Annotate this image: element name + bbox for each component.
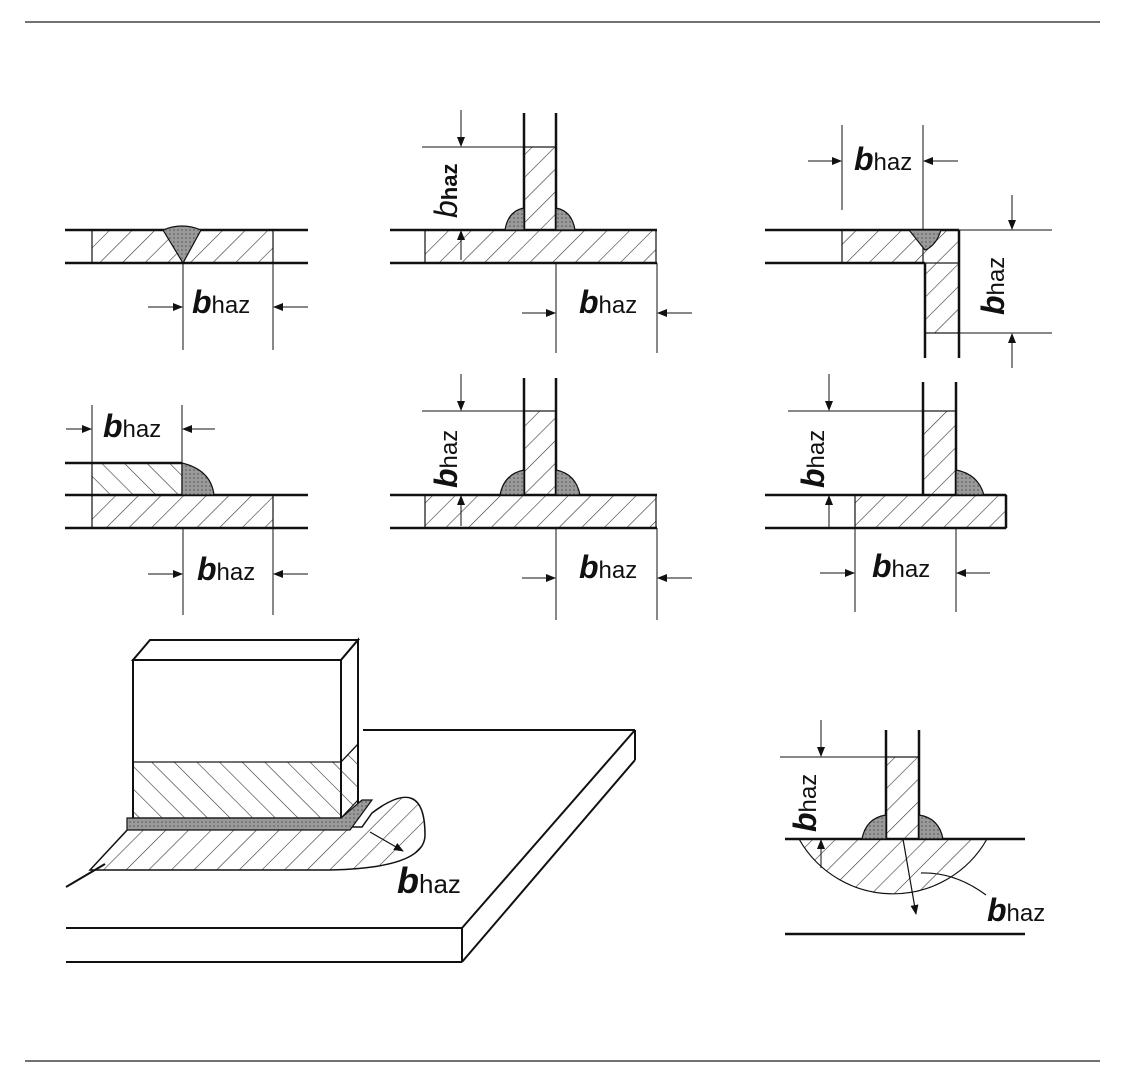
label-bhaz: bhaz: [579, 284, 637, 320]
label-bhaz: bhaz: [192, 284, 250, 320]
panel-t-joint-2: [390, 374, 692, 620]
label-bhaz: bhaz: [579, 549, 637, 585]
label-bhaz: bhaz: [787, 774, 823, 832]
weld-bead: [162, 225, 202, 265]
panel-butt-weld: [65, 225, 308, 350]
label-bhaz: bhaz: [103, 408, 161, 444]
panel-3d-block: [65, 637, 636, 963]
label-bhaz: bhaz: [428, 164, 464, 218]
labels: bhaz bhaz bhaz bhaz bhaz bhaz bhaz bhaz …: [103, 141, 1045, 928]
label-bhaz: bhaz: [987, 892, 1045, 928]
label-bhaz: bhaz: [197, 551, 255, 587]
label-bhaz: bhaz: [428, 430, 464, 488]
panel-t-joint: [390, 110, 692, 353]
label-bhaz: bhaz: [397, 860, 461, 901]
panel-semicircle-haz: [780, 720, 1025, 936]
label-bhaz: bhaz: [975, 257, 1011, 315]
panel-corner-joint: [765, 125, 1052, 368]
label-bhaz: bhaz: [795, 430, 831, 488]
haz-region: [88, 796, 426, 871]
panel-one-sided-t: [765, 374, 1008, 612]
label-bhaz: bhaz: [854, 141, 912, 177]
label-bhaz: bhaz: [872, 548, 930, 584]
panel-lap-joint: [65, 405, 308, 615]
weld-seam: [126, 799, 374, 831]
